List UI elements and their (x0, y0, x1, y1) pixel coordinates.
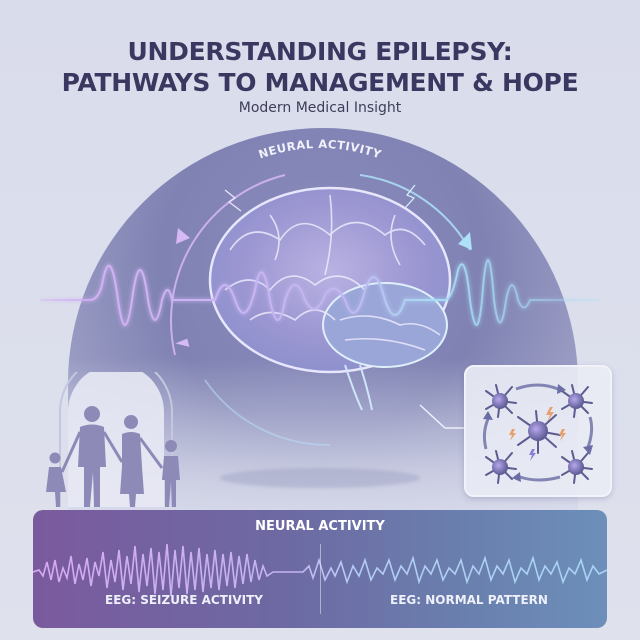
family-silhouette-icon (38, 355, 188, 507)
neuron-network-icon (482, 383, 594, 484)
neuron-network-card (464, 365, 612, 497)
eeg-seizure-label: EEG: SEIZURE ACTIVITY (105, 593, 263, 607)
title-line-2: PATHWAYS TO MANAGEMENT & HOPE (61, 68, 579, 97)
eeg-waveform-icon (33, 543, 607, 597)
title-line-1: UNDERSTANDING EPILEPSY: (127, 37, 513, 66)
page-title: UNDERSTANDING EPILEPSY: PATHWAYS TO MANA… (0, 36, 640, 98)
eeg-normal-label: EEG: NORMAL PATTERN (390, 593, 548, 607)
eeg-panel: NEURAL ACTIVITY EEG: SEIZURE ACTIVITY EE… (33, 510, 607, 628)
eeg-divider (320, 544, 321, 614)
eeg-panel-title: NEURAL ACTIVITY (255, 519, 385, 534)
page-subtitle: Modern Medical Insight (238, 100, 402, 116)
